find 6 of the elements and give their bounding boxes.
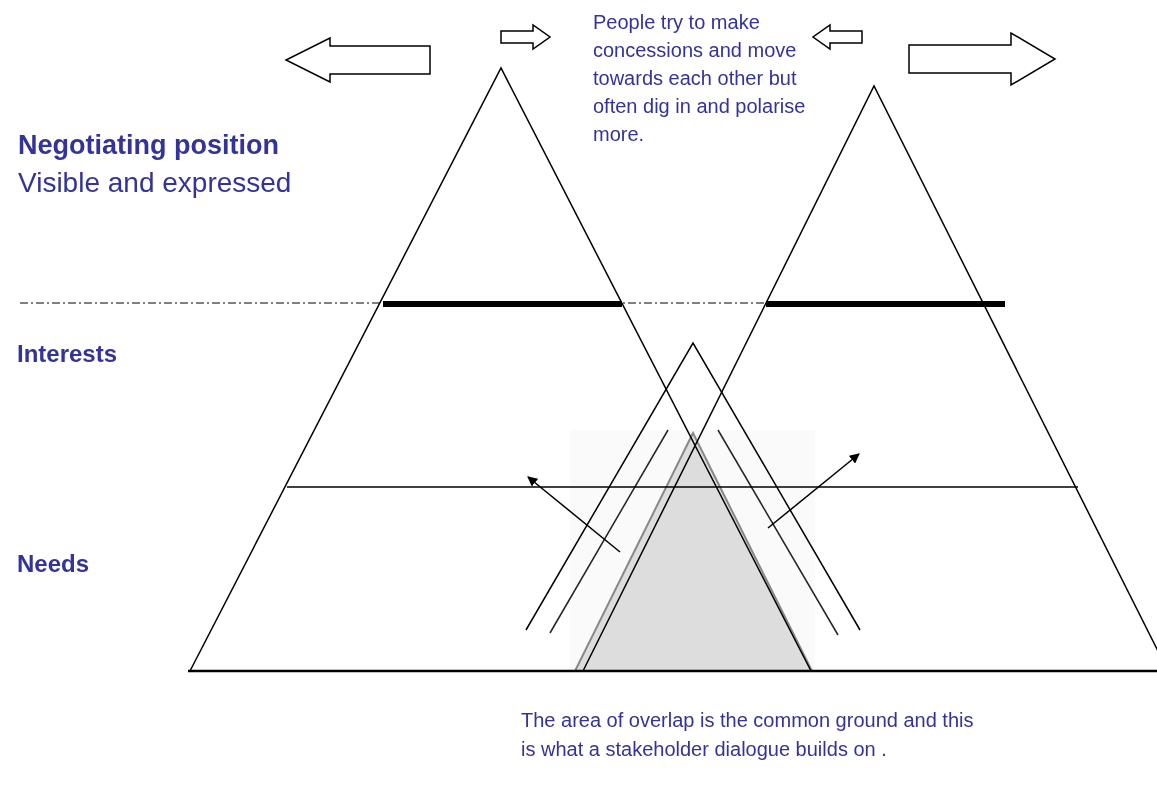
level-heading: Negotiating position — [18, 130, 279, 161]
level-heading: Needs — [17, 550, 90, 578]
note-text: The area of overlap is the common ground and this is what a stakeholder dialogue builds on . — [521, 708, 975, 762]
level-heading: Interests — [17, 340, 118, 368]
level-description: Visible and expressed — [18, 167, 292, 199]
note-text: People try to make concessions and move towards each other but often dig in and polarise more. — [593, 10, 807, 147]
